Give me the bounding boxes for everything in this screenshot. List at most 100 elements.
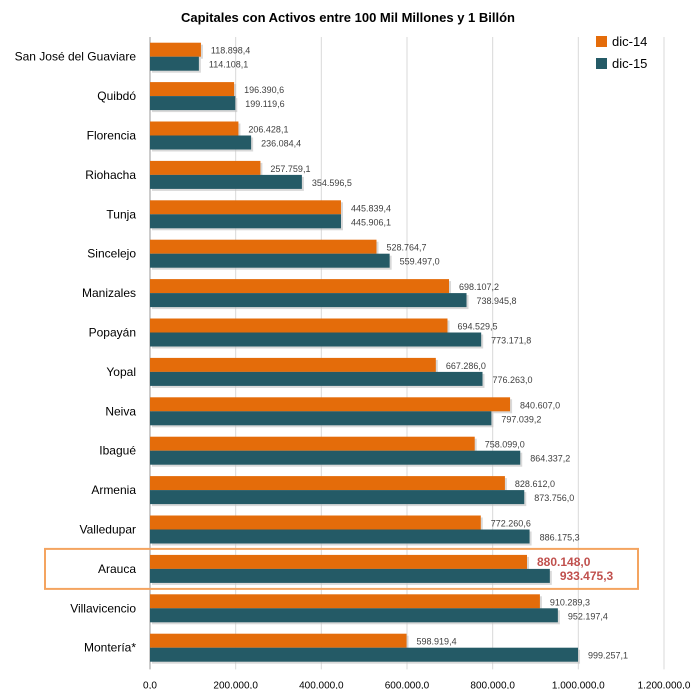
bar-dic-15 <box>150 608 558 623</box>
data-label: 694.529,5 <box>457 322 497 332</box>
bar-dic-15 <box>150 96 236 111</box>
bar-dic-14 <box>150 279 450 294</box>
x-tick-label: 1.000.000,0 <box>552 680 605 689</box>
bar-dic-14 <box>150 476 505 491</box>
category-label: Popayán <box>89 326 136 340</box>
x-tick-label: 1.200.000,0 <box>638 680 691 689</box>
bar-dic-15 <box>150 214 341 229</box>
data-label: 828.612,0 <box>515 479 555 489</box>
bar-dic-14 <box>150 594 540 609</box>
bar-dic-14 <box>150 633 407 648</box>
bar-dic-15 <box>150 174 302 189</box>
bar-dic-14 <box>150 554 527 569</box>
data-label: 864.337,2 <box>530 454 570 464</box>
bar-dic-14 <box>150 82 235 97</box>
bar-dic-14 <box>150 239 377 254</box>
data-label: 840.607,0 <box>520 400 560 410</box>
category-label: Sincelejo <box>87 247 136 261</box>
bar-dic-15 <box>150 332 482 347</box>
highlight-box <box>44 547 639 590</box>
x-tick-label: 200.000,0 <box>213 680 258 689</box>
data-label: 118.898,4 <box>211 46 250 56</box>
chart-title: Capitales con Activos entre 100 Mil Mill… <box>181 10 515 25</box>
category-label: Arauca <box>98 562 136 576</box>
category-label: Riohacha <box>85 168 136 182</box>
data-label: 199.119,6 <box>245 99 284 109</box>
data-label: 206.428,1 <box>248 125 288 135</box>
bar-dic-14 <box>150 42 201 57</box>
bar-dic-15 <box>150 411 492 426</box>
data-label: 772.260,6 <box>491 519 531 529</box>
data-label: 528.764,7 <box>386 243 426 253</box>
data-label: 559.497,0 <box>400 257 440 267</box>
x-tick-label: 800.000,0 <box>470 680 515 689</box>
category-label: Florencia <box>87 129 137 143</box>
bars <box>150 42 581 664</box>
bar-dic-15 <box>150 293 467 308</box>
data-label: 910.289,3 <box>550 597 590 607</box>
category-label: Armenia <box>91 483 136 497</box>
data-label: 354.596,5 <box>312 178 352 188</box>
bar-dic-14 <box>150 436 475 451</box>
legend: dic-14 dic-15 <box>596 34 647 71</box>
bar-dic-15 <box>150 371 483 386</box>
data-label: 886.175,3 <box>540 533 580 543</box>
x-tick-label: 600.000,0 <box>385 680 430 689</box>
bar-dic-14 <box>150 200 341 215</box>
bar-dic-14 <box>150 397 511 412</box>
data-labels: 118.898,4 114.108,1 196.390,6 199.119,6 206.… <box>209 46 628 661</box>
data-label: 445.906,1 <box>351 217 391 227</box>
data-label: 952.197,4 <box>568 611 608 621</box>
data-label: 776.263,0 <box>492 375 532 385</box>
bar-dic-14 <box>150 318 448 333</box>
data-label: 933.475,3 <box>560 569 614 583</box>
legend-swatch <box>596 36 607 47</box>
category-labels: San José del GuaviareQuibdóFlorenciaRioh… <box>15 50 137 655</box>
bar-dic-15 <box>150 450 521 465</box>
data-label: 236.084,4 <box>261 139 301 149</box>
category-label: Quibdó <box>97 89 136 103</box>
data-label: 738.945,8 <box>477 296 517 306</box>
x-tick-label: 0,0 <box>143 680 157 689</box>
data-label: 797.039,2 <box>501 414 541 424</box>
data-label: 445.839,4 <box>351 203 391 213</box>
legend-label: dic-15 <box>612 56 647 71</box>
bar-dic-14 <box>150 160 261 175</box>
bar-dic-15 <box>150 568 550 583</box>
bar-dic-15 <box>150 135 252 150</box>
data-label: 758.099,0 <box>485 440 525 450</box>
data-label: 698.107,2 <box>459 282 499 292</box>
category-label: Montería* <box>84 641 136 655</box>
bar-dic-15 <box>150 253 390 268</box>
bar-dic-14 <box>150 357 436 372</box>
category-label: Manizales <box>82 286 136 300</box>
data-label: 114.108,1 <box>209 60 248 70</box>
data-label: 257.759,1 <box>270 164 310 174</box>
category-label: San José del Guaviare <box>15 50 137 64</box>
data-label: 196.390,6 <box>244 85 284 95</box>
legend-label: dic-14 <box>612 34 647 49</box>
data-label: 873.756,0 <box>534 493 574 503</box>
data-label: 880.148,0 <box>537 555 591 569</box>
category-label: Villavicencio <box>70 601 136 615</box>
x-tick-label: 400.000,0 <box>299 680 344 689</box>
category-label: Tunja <box>106 207 136 221</box>
data-label: 598.919,4 <box>417 637 457 647</box>
legend-swatch <box>596 58 607 69</box>
category-label: Ibagué <box>99 444 136 458</box>
bar-dic-14 <box>150 515 481 530</box>
x-tick-labels: 0,0 200.000,0 400.000,0 600.000,0 800.000,0 1… <box>143 680 691 691</box>
bar-dic-15 <box>150 529 530 544</box>
data-label: 773.171,8 <box>491 336 531 346</box>
bar-dic-15 <box>150 490 525 505</box>
category-label: Neiva <box>105 404 136 418</box>
bar-dic-15 <box>150 56 199 71</box>
category-label: Yopal <box>106 365 136 379</box>
bar-dic-14 <box>150 121 239 136</box>
data-label: 667.286,0 <box>446 361 486 371</box>
category-label: Valledupar <box>80 523 136 537</box>
data-label: 999.257,1 <box>588 651 628 661</box>
bar-dic-15 <box>150 647 579 662</box>
